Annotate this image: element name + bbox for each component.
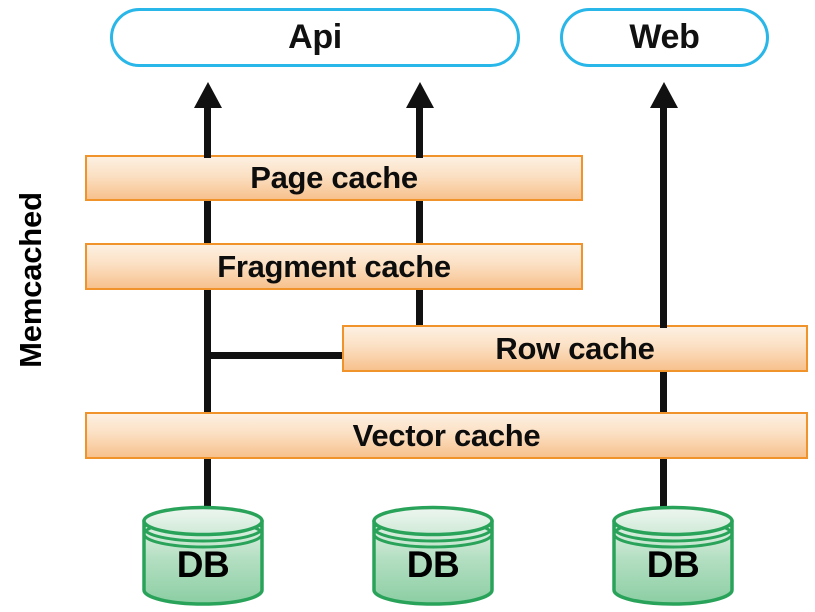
arrow-line-fragment-cache-to-api: [416, 106, 423, 158]
row-cache-box[interactable]: Row cache: [342, 325, 808, 372]
page-cache-box[interactable]: Page cache: [85, 155, 583, 201]
page-cache-label: Page cache: [250, 160, 418, 195]
vector-cache-box[interactable]: Vector cache: [85, 412, 808, 459]
connector-junction-to-row-cache: [204, 352, 346, 359]
row-cache-label: Row cache: [495, 330, 655, 366]
api-box[interactable]: Api: [110, 8, 520, 67]
connector-row-to-vector-right: [660, 370, 667, 418]
web-box[interactable]: Web: [560, 8, 769, 67]
db-middle[interactable]: DB: [370, 505, 496, 606]
db-cylinder-icon: [612, 505, 734, 606]
connector-vector-to-db-right: [660, 458, 667, 520]
memcached-group-label: Memcached: [13, 192, 48, 368]
db-cylinder-icon: [142, 505, 264, 606]
db-cylinder-icon: [372, 505, 494, 606]
arrow-head-row-cache-to-web: [650, 82, 678, 108]
arrow-line-row-cache-to-web: [660, 106, 667, 328]
connector-page-to-fragment-left: [204, 198, 211, 246]
api-box-label: Api: [288, 18, 342, 56]
web-box-label: Web: [629, 18, 700, 56]
db-right[interactable]: DB: [610, 505, 736, 606]
arrow-head-fragment-cache-to-api: [406, 82, 434, 108]
vector-cache-label: Vector cache: [352, 417, 541, 453]
connector-fragment-to-row: [416, 288, 423, 328]
arrow-line-page-cache-to-api: [204, 106, 211, 158]
arrow-head-page-cache-to-api: [194, 82, 222, 108]
fragment-cache-box[interactable]: Fragment cache: [85, 243, 583, 290]
connector-page-to-fragment-right: [416, 198, 423, 246]
db-left[interactable]: DB: [140, 505, 266, 606]
connector-vector-to-db-left: [204, 458, 211, 520]
fragment-cache-label: Fragment cache: [217, 248, 451, 284]
